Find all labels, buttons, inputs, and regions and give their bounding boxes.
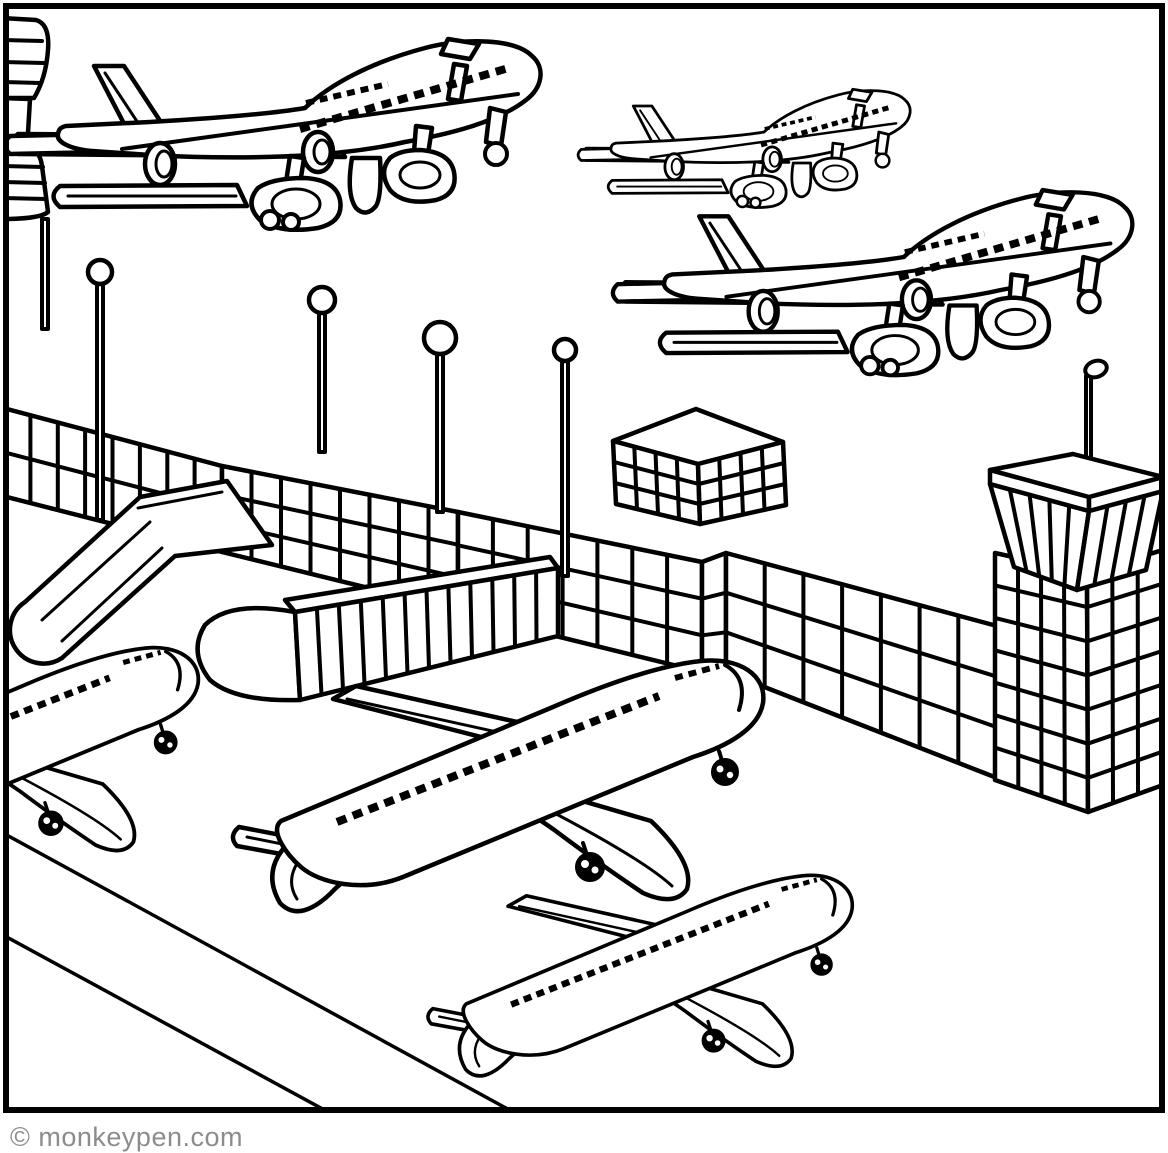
fence-jog [699,550,729,675]
frame-border: Illustration border frame [3,3,1165,1113]
tarmac-lines: Tarmac edge lines [8,833,514,1110]
taxiing-jet-bottom: Taxiing jet (bottom apron) [428,875,852,1076]
lamp-pole [435,348,445,514]
left-tower-pole [40,217,50,331]
lamp-post-3 [421,319,459,514]
runway-edge-line [8,833,514,1110]
cube-left-face [610,438,703,527]
wall-end-cap [195,605,303,703]
lamp-pole [317,307,327,454]
control-tower: Airport control tower with antenna [987,358,1160,815]
flying-jumbo-jet-large: Large jumbo jet flying (top left) [5,39,541,230]
service-wall: Low striped service wall [195,554,561,703]
jet-bridge: Jet bridge ramp [8,478,275,666]
lamp-head [551,336,579,364]
antenna-tip [1083,358,1109,380]
fence-section [723,550,1000,781]
flying-jumbo-jet-medium: Jumbo jet flying (center right) [613,190,1132,375]
lamp-post-1 [85,257,115,522]
lamp-post-4 [551,336,579,578]
lamp-pole [560,355,570,578]
tower-right-face [1084,548,1160,815]
lamp-head [421,319,459,357]
taxiing-jet-left: Taxiing jet (left edge, partial) [0,648,198,861]
flying-jumbo-jet-small: Small jumbo jet flying (top center) [578,89,910,207]
wall-striped-face [292,565,561,703]
left-edge-tower: Partial tower at left edge [8,16,51,331]
tower-roof-top [987,451,1160,500]
lamp-head [306,284,338,316]
terminal-cube-building: Small terminal building [610,406,789,527]
watermark-text: © monkeypen.com [10,1122,243,1152]
lamp-head [85,257,115,287]
cube-right-face [695,439,789,527]
runway-edge-line [8,935,329,1110]
lamp-posts: Apron lamp post [85,257,579,578]
lamp-post-2 [306,284,338,454]
tower-front-face [992,550,1091,815]
lamp-pole [95,278,105,522]
